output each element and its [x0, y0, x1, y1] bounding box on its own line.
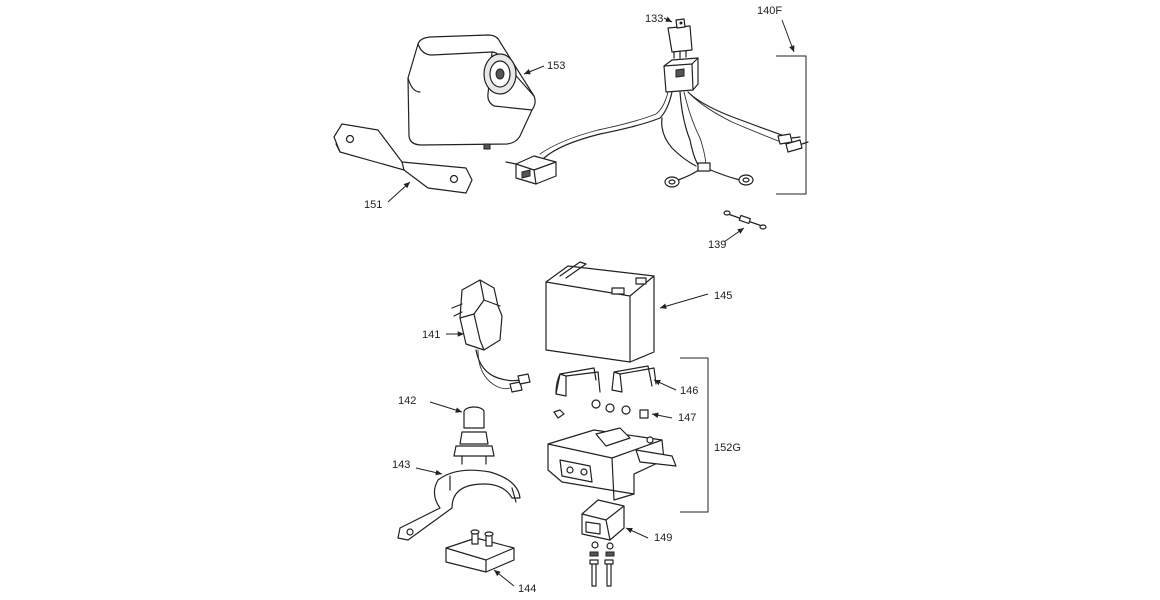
part-149-block — [581, 499, 625, 587]
part-133-relay — [667, 18, 693, 59]
part-152g-tray — [547, 357, 709, 513]
leader-lines — [387, 16, 795, 587]
label-144: 144 — [518, 583, 536, 595]
label-139: 139 — [708, 239, 726, 251]
part-151-bracket — [333, 123, 473, 194]
label-152g: 152G — [714, 442, 741, 454]
part-141-charger — [451, 279, 531, 393]
label-145: 145 — [714, 290, 732, 302]
part-145-battery — [545, 261, 655, 363]
label-133: 133 — [645, 13, 663, 25]
part-142-knob — [453, 406, 495, 465]
part-labels: 133 140F 153 151 139 145 141 146 142 147… — [364, 5, 782, 595]
part-153-siren — [407, 34, 536, 150]
label-147: 147 — [678, 412, 696, 424]
label-151: 151 — [364, 199, 382, 211]
label-143: 143 — [392, 459, 410, 471]
part-147-nuts — [553, 399, 649, 419]
label-140f: 140F — [757, 5, 782, 17]
part-140f-harness — [505, 55, 809, 195]
label-149: 149 — [654, 532, 672, 544]
part-143-wrench — [397, 469, 521, 541]
part-139-fuse — [723, 210, 767, 230]
label-153: 153 — [547, 60, 565, 72]
label-142: 142 — [398, 395, 416, 407]
part-144-terminal — [445, 529, 515, 573]
label-141: 141 — [422, 329, 440, 341]
label-146: 146 — [680, 385, 698, 397]
part-146-clamps — [555, 365, 657, 397]
